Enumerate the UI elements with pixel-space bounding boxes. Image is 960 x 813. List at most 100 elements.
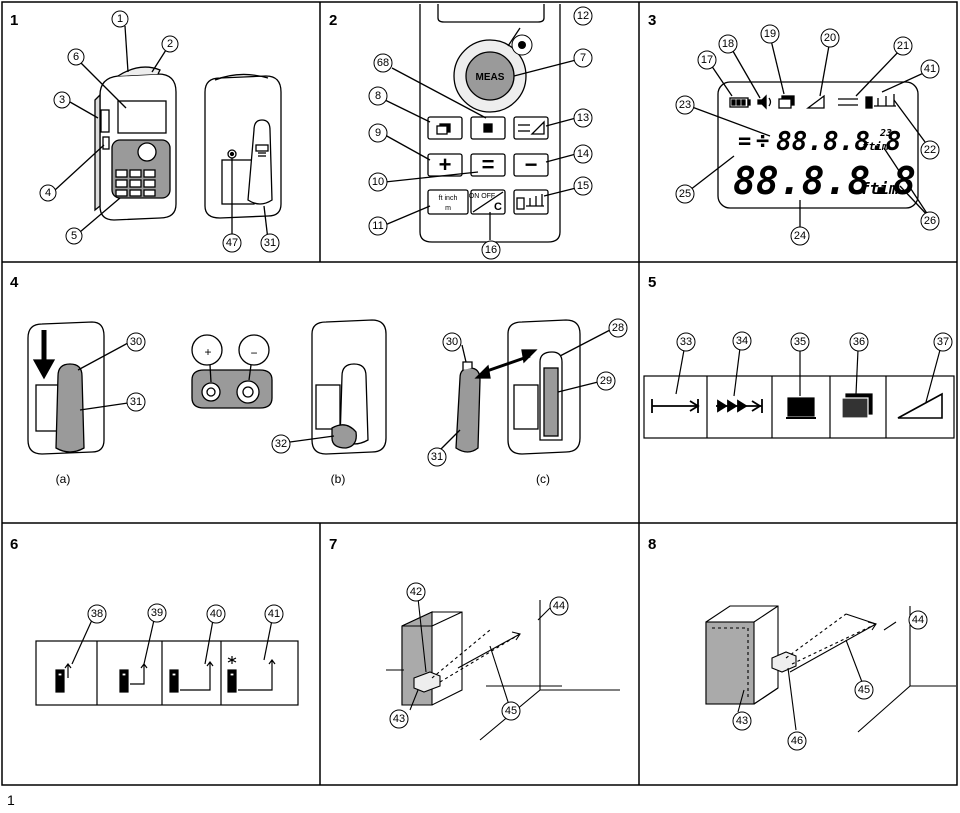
- callout: 41: [268, 608, 280, 620]
- callout: 35: [794, 336, 806, 348]
- panel-number-8: 8: [648, 536, 656, 553]
- c-key-label: C: [494, 201, 502, 213]
- callout: 44: [553, 600, 565, 612]
- panel-number-5: 5: [648, 274, 656, 291]
- callout: 11: [372, 220, 383, 232]
- panel-4-labels: + − (a) (b) (c) 30 31 32 30 28 29 31: [56, 318, 628, 486]
- sub-label-c: (c): [536, 472, 550, 486]
- callout: 2: [167, 38, 173, 50]
- callout: 39: [151, 607, 163, 619]
- panel-6-reference-table: [35, 619, 299, 706]
- callout: 21: [897, 40, 909, 52]
- light-icon: [511, 34, 533, 56]
- callout: 37: [937, 336, 949, 348]
- panel-3-lcd-text: = ÷ 88.8.8.8 ftim 23 88.8.8.8 ftim 17 18…: [675, 24, 940, 246]
- units-key-label-bottom: m: [445, 205, 451, 212]
- callout: 8: [375, 90, 381, 102]
- callout: 31: [431, 451, 443, 463]
- callout: 68: [377, 57, 389, 69]
- reference-pin-icon: [227, 656, 276, 693]
- panel-number-7: 7: [329, 536, 337, 553]
- callout: 22: [924, 144, 936, 156]
- callout: 31: [264, 237, 276, 249]
- lcd-unit-big: ftim: [860, 179, 899, 198]
- panel-number-3: 3: [648, 12, 656, 29]
- callout: 9: [375, 127, 381, 139]
- panel-6-callouts: 38 39 40 41: [87, 603, 284, 624]
- callout: 17: [701, 54, 713, 66]
- continuous-distance-icon: [716, 399, 763, 413]
- panel-7-scene: [386, 597, 620, 741]
- callout: 12: [577, 10, 589, 22]
- callout: 43: [393, 713, 405, 725]
- equals-key-label: =: [482, 152, 495, 177]
- panel-8-scene: [705, 605, 956, 733]
- panel-8-callouts: 44 45 43 46: [732, 610, 928, 751]
- callout: 29: [600, 375, 612, 387]
- lcd-unit-small: ftim: [862, 140, 889, 153]
- callout: 46: [791, 735, 803, 747]
- onoff-key-label: ON OFF: [469, 193, 495, 200]
- panel-1-device-views: [54, 25, 282, 241]
- units-key-label-top: ft inch: [439, 195, 458, 202]
- callout: 19: [764, 28, 776, 40]
- indirect-icon: [897, 392, 943, 419]
- triangle-icon: [806, 94, 825, 109]
- panel-5-mode-table: [643, 347, 955, 439]
- callout: 10: [372, 176, 384, 188]
- callout: 24: [794, 230, 806, 242]
- callout: 5: [71, 230, 77, 242]
- callout: 34: [736, 335, 748, 347]
- callout: 31: [130, 396, 142, 408]
- callout: 30: [446, 336, 458, 348]
- callout: 40: [210, 608, 222, 620]
- meas-key-label: MEAS: [476, 72, 505, 83]
- callout: 15: [577, 180, 589, 192]
- battery-plus-sign: +: [204, 345, 211, 359]
- callout: 36: [853, 336, 865, 348]
- lcd-divide: ÷: [756, 129, 769, 154]
- panel-number-2: 2: [329, 12, 337, 29]
- callout: 4: [45, 187, 51, 199]
- panel-4-battery-steps: [27, 319, 611, 455]
- sub-label-b: (b): [331, 472, 346, 486]
- volume-icon: [841, 393, 873, 419]
- callout: 38: [91, 608, 103, 620]
- callout: 25: [679, 188, 691, 200]
- callout: 45: [505, 705, 517, 717]
- callout: 3: [59, 94, 65, 106]
- callout: 32: [275, 438, 287, 450]
- lcd-digits-big: 88.8.8.8: [733, 159, 916, 203]
- reference-icon: [865, 94, 896, 109]
- callout: 33: [680, 336, 692, 348]
- callout: 41: [924, 63, 936, 75]
- volume-mode-icon: [778, 95, 795, 109]
- battery-icon: [729, 97, 751, 108]
- panel-1-callouts: 1 2 3 4 5 6 47 31: [39, 10, 280, 253]
- callout: 45: [858, 684, 870, 696]
- callout: 1: [117, 13, 123, 25]
- lcd-exponent: 23: [879, 128, 892, 139]
- callout: 30: [130, 336, 142, 348]
- battery-minus-sign: −: [250, 346, 257, 360]
- lcd-digits-small: 88.8.8.8: [776, 127, 901, 157]
- callout: 47: [226, 237, 238, 249]
- callout: 6: [73, 51, 79, 63]
- callout: 42: [410, 586, 422, 598]
- plus-key-label: +: [439, 152, 452, 177]
- reference-rear-icon: [55, 663, 72, 693]
- sub-label-a: (a): [56, 472, 71, 486]
- callout: 26: [924, 215, 936, 227]
- area-icon: [786, 397, 816, 419]
- panel-number-4: 4: [10, 274, 19, 291]
- panel-grid: [1, 1, 958, 786]
- panel-number-6: 6: [10, 536, 18, 553]
- callout: 23: [679, 99, 691, 111]
- speaker-icon: [757, 94, 772, 110]
- callout: 14: [577, 148, 589, 160]
- callout: 20: [824, 32, 836, 44]
- panel-5-callouts: 33 34 35 36 37: [676, 331, 953, 352]
- panel-2-keypad: [384, 4, 577, 243]
- callout: 28: [612, 322, 624, 334]
- page-number: 1: [7, 792, 15, 808]
